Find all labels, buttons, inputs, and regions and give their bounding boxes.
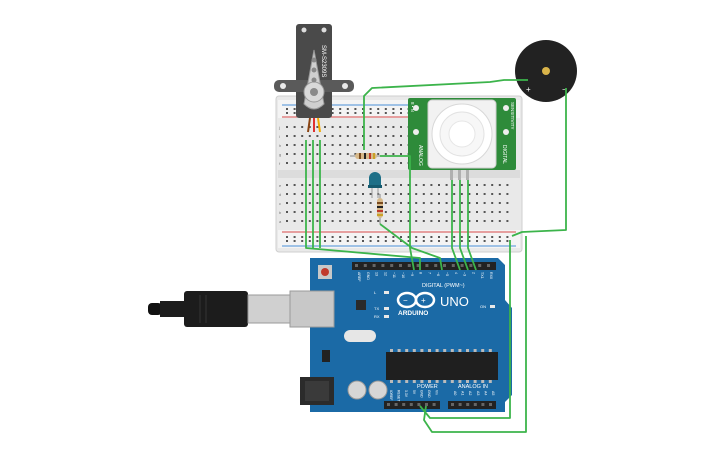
- digital-pin-label: ~11: [392, 272, 396, 278]
- resistor-2: [377, 194, 383, 224]
- digital-pin-label: GND: [366, 272, 370, 280]
- power-pin-label: 3.3V: [404, 390, 408, 398]
- pir-digital-label: DIGITAL: [501, 145, 507, 164]
- board-led-label: TX: [374, 306, 379, 311]
- wire-buzzer-plus: [363, 79, 528, 150]
- digital-pin-label: ~5: [445, 272, 449, 276]
- analog-pin-label: A3: [476, 391, 480, 395]
- arduino-uno-board: − + ARDUINO UNO DIGITAL (PWM~) POWER ANA…: [289, 258, 512, 412]
- wire-buzzer-minus: [511, 88, 567, 237]
- digital-pin-label: AREF: [357, 272, 361, 282]
- board-led-label: RX: [374, 314, 380, 319]
- buzzer-plus-label: +: [526, 85, 531, 94]
- digital-pin-label: 7: [427, 272, 431, 274]
- pir-motion-sensor: ANALOG DIGITAL 8 • N SENSITIVITY: [408, 98, 516, 180]
- pir-top-label: 8 • N: [410, 102, 415, 112]
- power-pin-label: RESET: [397, 390, 401, 401]
- wire-resistor-pin: [380, 155, 415, 271]
- digital-pin-label: 4: [454, 272, 458, 274]
- power-pin-label: IOREF: [389, 390, 393, 400]
- svg-text:−: −: [403, 296, 408, 305]
- wire-pir-out: [451, 180, 461, 271]
- breadboard-row-label: d: [279, 192, 281, 197]
- usb-cable: [148, 291, 291, 327]
- wire-servo-signal: [305, 140, 421, 270]
- digital-pin-label: ~10: [401, 272, 405, 278]
- power-pin-label: Vin: [435, 390, 439, 395]
- arduino-infinity-logo: − +: [396, 291, 436, 309]
- digital-pin-label: ~3: [463, 272, 467, 276]
- breadboard-row-label: e: [279, 183, 282, 188]
- analog-pin-label: A1: [461, 391, 465, 395]
- servo-motor: SM-S2309S: [274, 24, 354, 133]
- wires: [305, 79, 567, 433]
- digital-pin-label: RX0: [489, 272, 493, 279]
- power-pin-label: GND: [419, 390, 423, 398]
- analog-pin-label: A0: [453, 391, 457, 395]
- power-pin-label: 5V: [412, 390, 416, 395]
- analog-pin-label: A4: [483, 391, 487, 395]
- servo-model-label: SM-S2309S: [320, 45, 326, 77]
- pir-analog-label: ANALOG: [417, 145, 423, 166]
- breadboard-row-label: c: [279, 201, 281, 206]
- pir-sensitivity-label: SENSITIVITY: [510, 102, 515, 130]
- resistor-1: [350, 153, 382, 159]
- power-pin-label: GND: [427, 390, 431, 398]
- arduino-brand-label: ARDUINO: [398, 310, 428, 317]
- breadboard-row-label: g: [279, 152, 281, 157]
- power-header-label: POWER: [417, 384, 438, 390]
- digital-pin-label: 12: [383, 272, 387, 276]
- digital-pin-label: ~9: [410, 272, 414, 276]
- wire-pir-vcc: [459, 180, 469, 271]
- analog-pin-label: A2: [468, 391, 472, 395]
- wire-led-pin: [379, 223, 443, 271]
- board-led-label: ON: [480, 304, 486, 309]
- piezo-buzzer: + −: [515, 40, 577, 102]
- buzzer-minus-label: −: [562, 85, 567, 94]
- digital-header-label: DIGITAL (PWM~): [422, 283, 465, 289]
- breadboard-row-label: b: [279, 210, 282, 215]
- breadboard-row-label: f: [279, 161, 281, 166]
- board-led-label: L: [374, 290, 377, 295]
- led: [368, 172, 382, 198]
- svg-text:+: +: [421, 296, 426, 305]
- digital-pin-label: ~6: [436, 272, 440, 276]
- breadboard-row-label: i: [279, 134, 280, 139]
- breadboard-row-label: h: [279, 143, 281, 148]
- digital-pin-label: 2: [471, 272, 475, 274]
- digital-pin-label: 8: [419, 272, 423, 274]
- breadboard-row-label: j: [278, 125, 280, 130]
- wire-gnd-rail: [423, 236, 527, 433]
- digital-pin-label: 13: [375, 272, 379, 276]
- analog-header-label: ANALOG IN: [458, 384, 488, 390]
- arduino-model-label: UNO: [440, 294, 469, 309]
- digital-pin-label: TX1: [480, 272, 484, 279]
- breadboard-row-label: a: [279, 219, 282, 224]
- analog-pin-label: A5: [491, 391, 495, 395]
- wire-pir-gnd: [467, 180, 477, 271]
